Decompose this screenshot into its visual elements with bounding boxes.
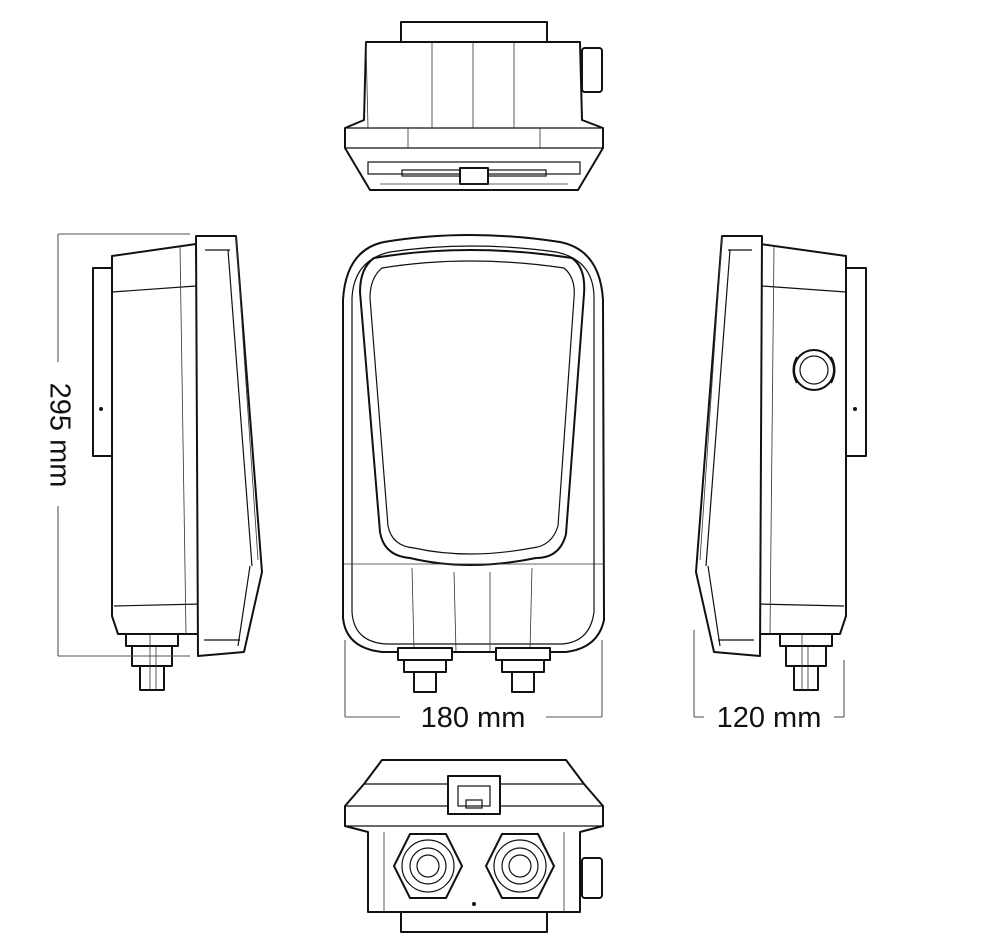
top-view-mount-bracket (400, 21, 548, 43)
right-view-gland (785, 645, 827, 667)
width-dimension: 180 mm (344, 640, 603, 734)
right-view-body (753, 243, 847, 635)
left-view-gland-nut (125, 633, 179, 647)
left-view-wall-bracket (92, 267, 114, 457)
left-view-body (111, 243, 205, 635)
left-view-gland-stem (139, 665, 165, 691)
bottom-view-ethernet-port (447, 775, 501, 815)
right-view-round-port (792, 349, 836, 391)
top-view (344, 21, 604, 191)
top-view-connector (459, 167, 489, 185)
front-view-gland-right (495, 647, 551, 661)
top-view-housing (344, 41, 604, 191)
front-view-window (359, 249, 586, 566)
right-side-view (695, 235, 867, 691)
right-view-gland-stem (793, 665, 819, 691)
depth-dimension-label: 120 mm (717, 702, 822, 734)
left-side-view (92, 235, 263, 691)
depth-dimension: 120 mm (693, 630, 845, 734)
left-view-front-cover (195, 235, 263, 657)
right-view-gland-nut (779, 633, 833, 647)
bottom-view-gland-left (393, 833, 463, 899)
height-dimension-label: 295 mm (43, 383, 75, 488)
right-view-front-cover (695, 235, 763, 657)
front-view-gland-left (397, 647, 453, 661)
right-view-wall-bracket (845, 267, 867, 457)
front-view (342, 234, 605, 693)
bottom-view-mount-bracket (400, 911, 548, 933)
bottom-view-gland-right (485, 833, 555, 899)
top-view-side-clip (581, 47, 603, 93)
bottom-view-side-clip (581, 857, 603, 899)
height-dimension: 295 mm (43, 233, 190, 657)
width-dimension-label: 180 mm (421, 702, 526, 734)
bottom-view (344, 759, 604, 933)
